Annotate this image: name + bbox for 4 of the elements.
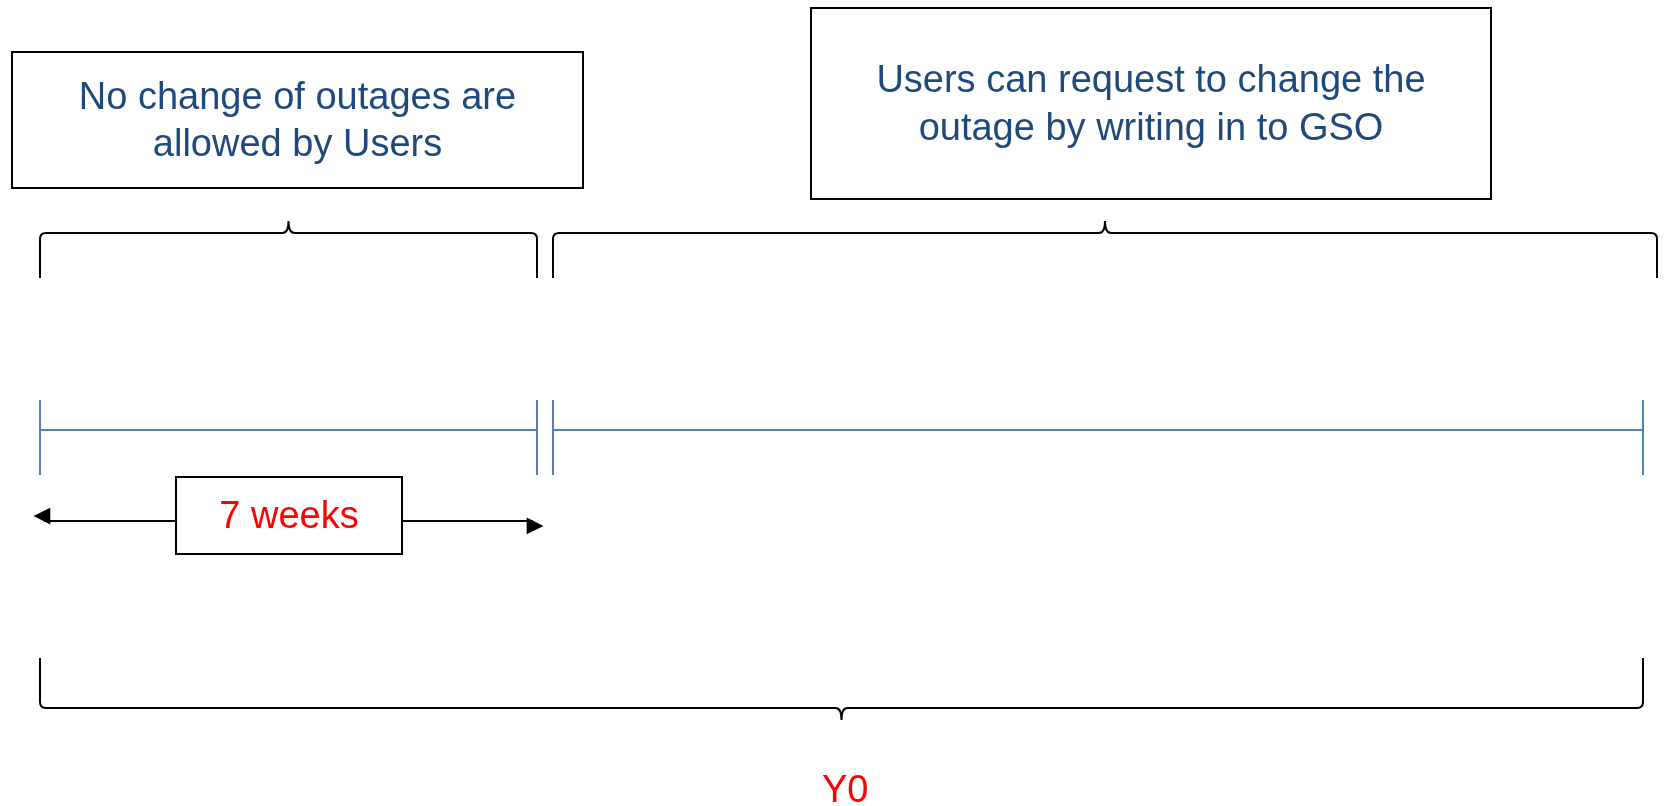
note-box: No change of outages are allowed by Users	[11, 51, 584, 189]
note-box: Users can request to change the outage by writing in to GSO	[810, 7, 1492, 200]
duration-box: 7 weeks	[175, 476, 403, 555]
period-label: Y0	[822, 768, 869, 806]
